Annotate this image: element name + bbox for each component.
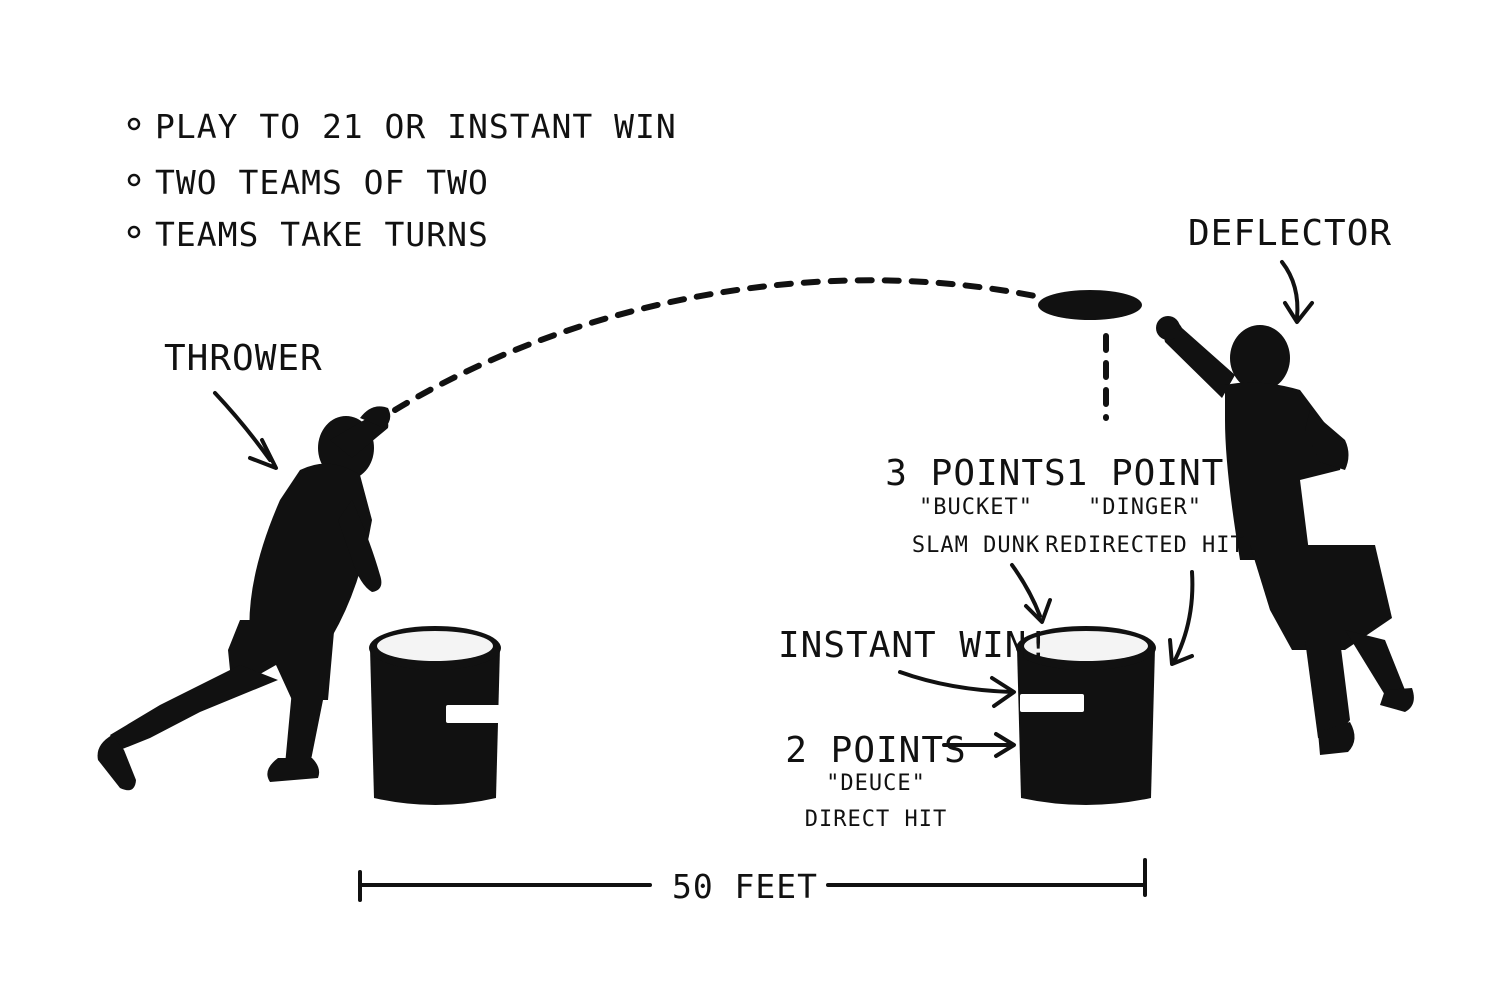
thrower-silhouette [97, 406, 391, 791]
instant-win-label: INSTANT WIN! [778, 625, 1050, 666]
score-two-points: 2 POINTS "DEUCE" DIRECT HIT [785, 730, 966, 832]
distance-label: 50 FEET [672, 867, 818, 906]
frisbee-icon [1038, 290, 1142, 320]
one-point-arrow [1173, 570, 1195, 662]
arrowhead-icon [1024, 598, 1052, 624]
thrower-arrow [213, 391, 272, 462]
score-description: SLAM DUNK [912, 533, 1040, 558]
score-description: DIRECT HIT [805, 807, 947, 832]
rule-item: PLAY TO 21 OR INSTANT WIN [155, 107, 677, 146]
arrowhead-icon [994, 732, 1016, 758]
score-title: 1 POINT [1066, 453, 1225, 494]
bullet-icon [127, 173, 141, 187]
bullet-icon [127, 117, 141, 131]
distance-measure: 50 FEET [358, 858, 1147, 906]
instant-win-arrow [898, 670, 1014, 694]
rule-item: TWO TEAMS OF TWO [155, 163, 489, 202]
score-nickname: "DINGER" [1088, 495, 1202, 520]
score-one-point: 1 POINT "DINGER" REDIRECTED HIT [1045, 453, 1244, 558]
arrowhead-icon [248, 438, 278, 470]
deflector-label: DEFLECTOR [1188, 213, 1392, 254]
score-title: 3 POINTS [885, 453, 1066, 494]
bullet-icon [127, 225, 141, 239]
score-title: 2 POINTS [785, 730, 966, 771]
rules-list: PLAY TO 21 OR INSTANT WIN TWO TEAMS OF T… [127, 107, 677, 254]
deflector-silhouette [1156, 316, 1414, 755]
score-description: REDIRECTED HIT [1045, 533, 1244, 558]
flight-path [392, 277, 1038, 413]
arrowhead-icon [1283, 301, 1314, 324]
score-three-points: 3 POINTS "BUCKET" SLAM DUNK [885, 453, 1066, 558]
arrowhead-icon [1168, 638, 1194, 666]
thrower-label: THROWER [164, 338, 323, 379]
score-nickname: "BUCKET" [919, 495, 1033, 520]
score-nickname: "DEUCE" [826, 771, 926, 796]
arrowhead-icon [990, 676, 1016, 708]
rule-item: TEAMS TAKE TURNS [155, 215, 489, 254]
bucket-icon [369, 626, 501, 805]
deflector-arrow [1280, 260, 1300, 320]
bucket-icon [1016, 626, 1156, 805]
three-points-arrow [1010, 563, 1042, 618]
